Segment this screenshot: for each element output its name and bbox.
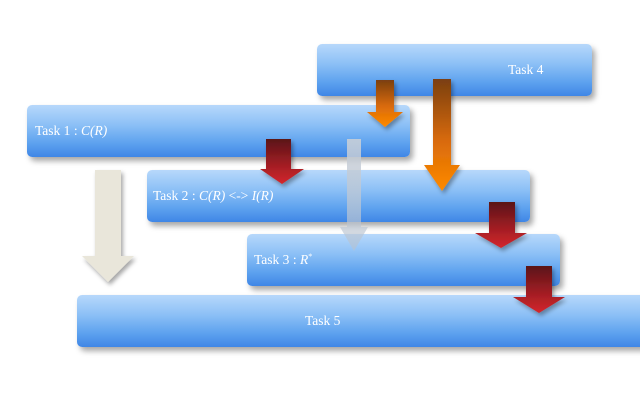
task-1-separator: : [70,123,81,138]
task-4-bar: Task 4 [317,44,592,96]
down-arrow-icon [82,170,134,282]
task-2-bar: Task 2 : C(R) <-> I(R) [147,170,530,222]
task-2-formula-a: C(R) [198,188,226,203]
task-2-separator: : [188,188,199,203]
down-arrow-icon [367,80,403,127]
task-1-formula: C(R) [80,123,108,138]
task-1-bar: Task 1 : C(R) [27,105,410,157]
task-3-separator: : [289,252,300,267]
task-3-name: Task 3 [254,252,290,267]
task-5-name: Task 5 [305,313,341,328]
down-arrow-icon [260,139,304,184]
task-3-label: Task 3 : R* [254,252,312,268]
task-2-formula-b: I(R) [251,188,274,203]
task-5-label: Task 5 [305,313,340,329]
task-4-label: Task 4 [508,62,543,78]
task-3-formula-superscript: * [308,252,313,261]
down-arrow-icon [424,79,460,191]
arrow-task1-to-task5 [82,170,134,282]
arrow-task4-to-task2 [424,79,460,191]
down-arrow-icon [340,139,368,251]
task-4-name: Task 4 [508,62,544,77]
task-2-label: Task 2 : C(R) <-> I(R) [153,188,273,204]
down-arrow-icon [513,266,565,313]
task-1-label: Task 1 : C(R) [35,123,107,139]
arrow-task3-to-task5 [513,266,565,313]
arrow-task2-to-task3 [475,202,527,248]
arrow-task1-to-task3 [340,139,368,251]
down-arrow-icon [475,202,527,248]
task-2-operator: <-> [225,188,252,203]
task-2-name: Task 2 [153,188,189,203]
arrow-task4-to-task1 [367,80,403,127]
task-1-name: Task 1 [35,123,71,138]
task-3-formula: R [299,252,309,267]
arrow-task1-to-task2 [260,139,304,184]
